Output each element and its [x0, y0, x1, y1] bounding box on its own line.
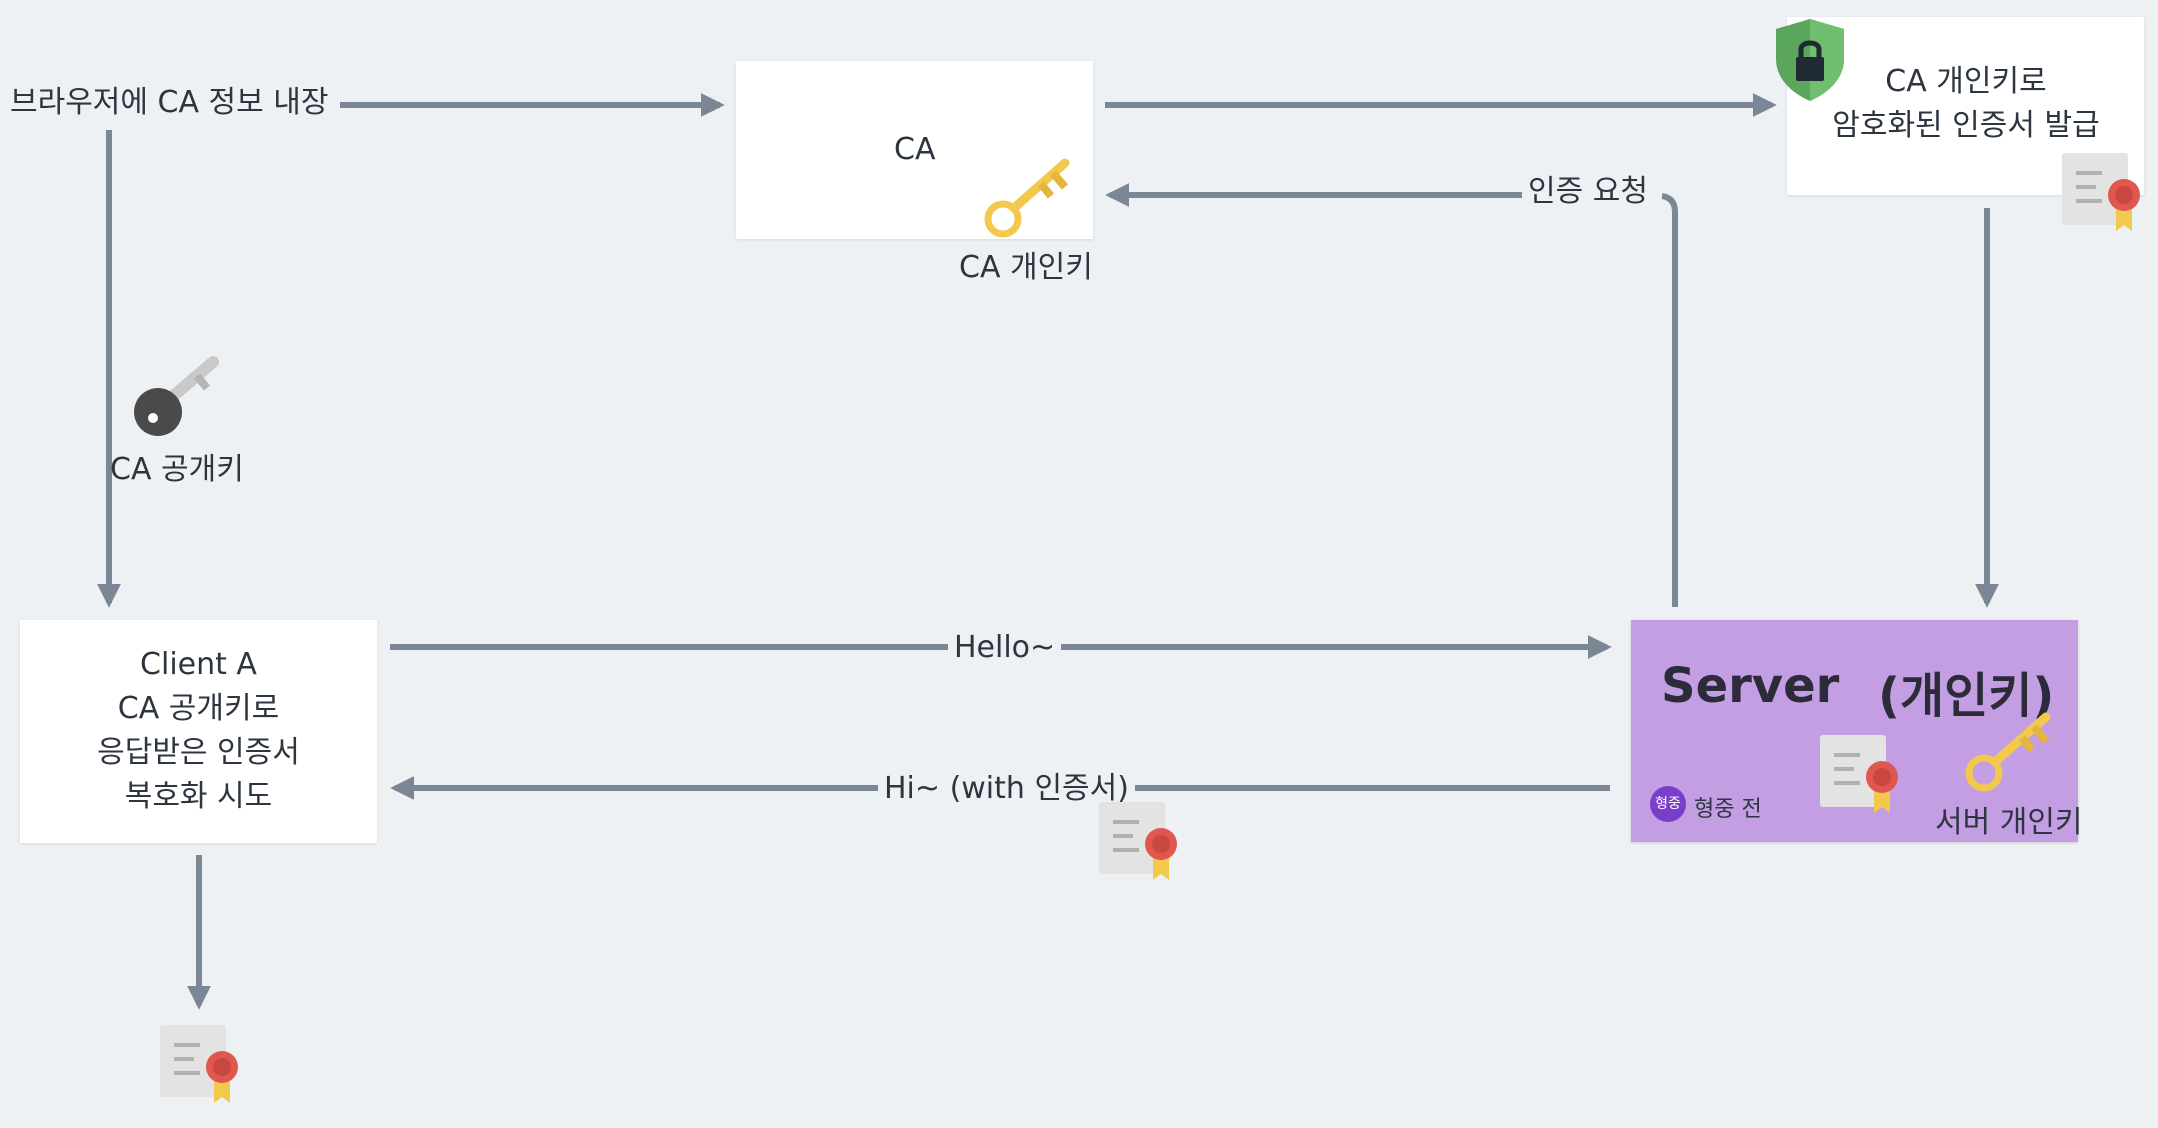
gold-key-icon: [984, 158, 1070, 238]
server-private-key-label: 서버 개인키: [1935, 805, 2083, 840]
shield-lock-icon: [1776, 19, 1844, 101]
certificate-icon: [2062, 153, 2140, 231]
issue-text: CA 개인키로 암호화된 인증서 발급: [1795, 60, 2137, 148]
client-line-2: CA 공개키로: [117, 691, 280, 726]
client-card[interactable]: [20, 620, 377, 843]
browser-ca-label: 브라우저에 CA 정보 내장: [10, 85, 329, 120]
author-name: 형중 전: [1694, 797, 1762, 822]
gray-key-icon: [134, 356, 219, 436]
server-title: Server: [1661, 658, 1840, 714]
ca-title: CA: [894, 132, 936, 167]
ca-card[interactable]: CA: [736, 61, 1093, 239]
client-text: Client A CA 공개키로 응답받은 인증서 복호화 시도: [20, 643, 377, 819]
certificate-icon: [1820, 735, 1898, 813]
auth-request-label: 인증 요청: [1522, 177, 1654, 207]
client-line-4: 복호화 시도: [124, 779, 273, 814]
arrow-server-up: [1661, 193, 1678, 607]
certificate-icon: [160, 1025, 238, 1103]
ca-private-key-label: CA 개인키: [959, 250, 1093, 285]
issue-line-2: 암호화된 인증서 발급: [1832, 108, 2100, 143]
hi-with-cert-label: Hi~ (with 인증서): [878, 774, 1135, 804]
certificate-icon: [1099, 802, 1177, 880]
server-private-label: (개인키): [1878, 668, 2055, 724]
issue-line-1: CA 개인키로: [1885, 64, 2047, 99]
client-line-1: Client A: [140, 647, 257, 682]
avatar: 형중: [1650, 786, 1686, 822]
gold-key-icon: [1965, 712, 2051, 792]
hello-label: Hello~: [948, 633, 1062, 663]
ca-public-key-label: CA 공개키: [110, 452, 244, 487]
client-line-3: 응답받은 인증서: [97, 735, 300, 770]
